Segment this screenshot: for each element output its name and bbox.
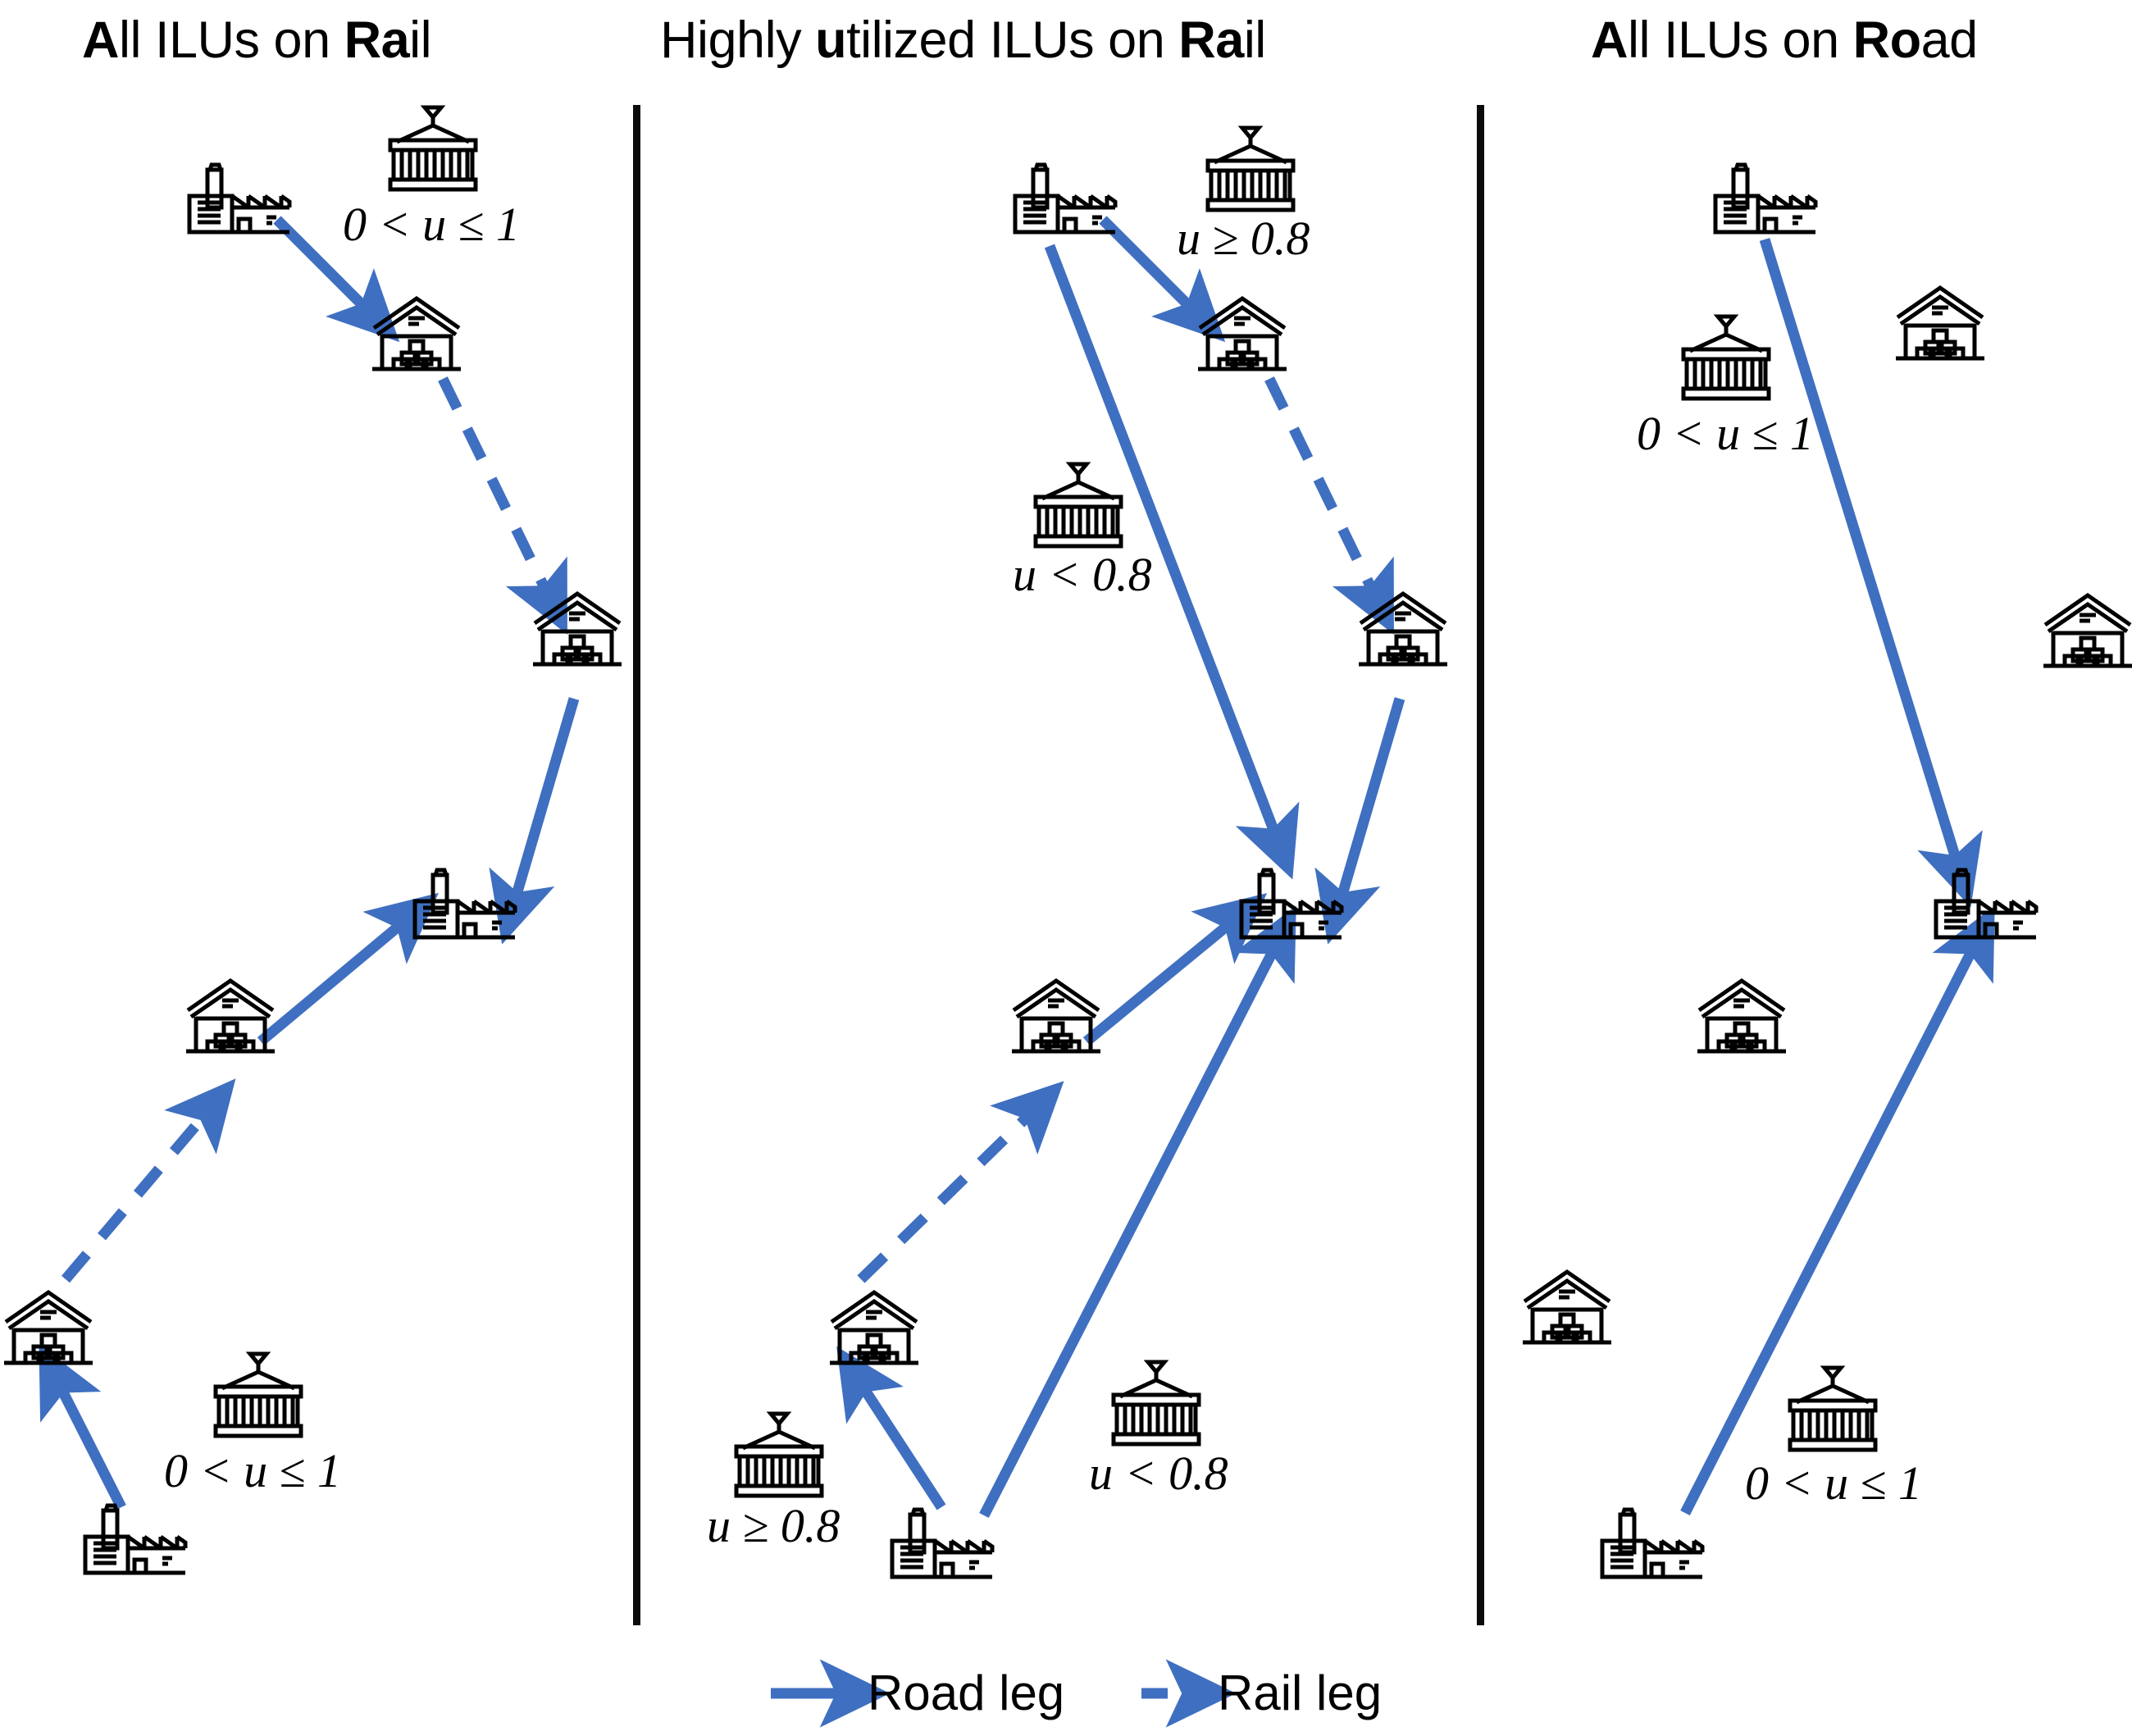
edge-rail-warehouse-1-to-warehouse-2 bbox=[1264, 376, 1394, 635]
title-left-mid: ll ILUs on bbox=[119, 11, 344, 69]
legend-rail-label: Rail leg bbox=[1218, 1665, 1383, 1720]
container-icon bbox=[1201, 123, 1300, 215]
panel-divider-right bbox=[1477, 105, 1484, 1625]
title-center-pre: Highly bbox=[660, 11, 816, 69]
title-right-bold-a: A bbox=[1591, 11, 1629, 69]
factory-icon bbox=[1931, 865, 2042, 944]
utilization-label-text: u < 0.8 bbox=[1013, 548, 1152, 601]
title-center-bold-u: u bbox=[815, 11, 847, 69]
warehouse-icon bbox=[184, 976, 276, 1058]
title-right-mid: ll ILUs on bbox=[1628, 11, 1853, 69]
title-center-end: il bbox=[1243, 11, 1267, 69]
factory-icon bbox=[1237, 865, 1347, 944]
edge-rail-warehouse-4-to-warehouse-3 bbox=[61, 1078, 236, 1283]
panel-divider-left bbox=[633, 105, 640, 1625]
factory-icon bbox=[1711, 160, 1821, 239]
warehouse-icon bbox=[531, 589, 623, 671]
utilization-label-text: 0 < u ≤ 1 bbox=[343, 198, 520, 251]
warehouse-icon bbox=[1357, 589, 1449, 671]
title-center-mid: tilized ILUs on bbox=[846, 11, 1179, 69]
panel-title-left: All ILUs on Rail bbox=[82, 15, 432, 66]
warehouse-icon bbox=[828, 1287, 920, 1369]
title-center-bold-ra: Ra bbox=[1178, 11, 1244, 69]
utilization-label-text: u < 0.8 bbox=[1089, 1447, 1228, 1500]
warehouse-icon bbox=[371, 294, 462, 376]
edge-rail-warehouse-4-to-warehouse-3 bbox=[857, 1081, 1064, 1283]
legend-road-label: Road leg bbox=[868, 1665, 1065, 1720]
edge-road-factory-origin-bottom-to-warehouse-4 bbox=[836, 1346, 946, 1510]
utilization-label: 0 < u ≤ 1 bbox=[1745, 1460, 1922, 1507]
factory-icon bbox=[1010, 160, 1121, 239]
warehouse-icon bbox=[2042, 590, 2132, 672]
warehouse-icon bbox=[1521, 1267, 1613, 1349]
title-left-bold-a: A bbox=[82, 11, 120, 69]
title-left-end: il bbox=[409, 11, 432, 69]
container-icon bbox=[1784, 1363, 1882, 1455]
edges-panel-left bbox=[39, 216, 580, 1510]
panel-title-center: Highly utilized ILUs on Rail bbox=[660, 15, 1266, 66]
container-icon bbox=[384, 103, 482, 194]
edge-road-warehouse-2-to-factory-dest bbox=[1314, 697, 1405, 945]
edge-road-warehouse-3-to-factory-dest bbox=[1082, 893, 1268, 1046]
title-right-end: ad bbox=[1920, 11, 1979, 69]
utilization-label-text: u ≥ 0.8 bbox=[1177, 212, 1310, 265]
utilization-label: u < 0.8 bbox=[1013, 551, 1152, 599]
utilization-label-text: u ≥ 0.8 bbox=[707, 1499, 840, 1552]
container-icon bbox=[1029, 459, 1128, 551]
utilization-label: u < 0.8 bbox=[1089, 1450, 1228, 1497]
utilization-label-text: 0 < u ≤ 1 bbox=[1637, 407, 1814, 460]
edge-road-warehouse-3-to-factory-dest bbox=[257, 892, 439, 1046]
edge-rail-warehouse-1-to-warehouse-2 bbox=[438, 376, 567, 635]
utilization-label: u ≥ 0.8 bbox=[707, 1502, 840, 1550]
factory-icon bbox=[80, 1501, 191, 1579]
utilization-label: 0 < u ≤ 1 bbox=[164, 1447, 341, 1495]
warehouse-icon bbox=[1010, 976, 1102, 1058]
factory-icon bbox=[887, 1505, 998, 1583]
utilization-label-text: 0 < u ≤ 1 bbox=[1745, 1456, 1922, 1510]
warehouse-icon bbox=[1696, 976, 1788, 1058]
warehouse-icon bbox=[1196, 294, 1288, 376]
edge-road-factory-origin-bottom-to-warehouse-4 bbox=[39, 1344, 126, 1510]
container-icon bbox=[209, 1349, 308, 1441]
panel-title-right: All ILUs on Road bbox=[1591, 15, 1978, 66]
container-icon bbox=[1107, 1357, 1205, 1449]
utilization-label: 0 < u ≤ 1 bbox=[343, 201, 520, 248]
utilization-label: 0 < u ≤ 1 bbox=[1637, 410, 1814, 458]
container-icon bbox=[730, 1409, 828, 1501]
utilization-label-text: 0 < u ≤ 1 bbox=[164, 1444, 341, 1497]
container-icon bbox=[1677, 312, 1775, 403]
title-left-bold-ra: Ra bbox=[344, 11, 410, 69]
utilization-label: u ≥ 0.8 bbox=[1177, 215, 1310, 262]
factory-icon bbox=[410, 865, 521, 944]
warehouse-icon bbox=[2, 1287, 94, 1369]
edge-road-warehouse-2-to-factory-dest bbox=[489, 697, 580, 945]
title-right-bold-ro: Ro bbox=[1852, 11, 1921, 69]
warehouse-icon bbox=[1894, 283, 1986, 365]
factory-icon bbox=[1597, 1505, 1708, 1583]
factory-icon bbox=[184, 160, 295, 239]
